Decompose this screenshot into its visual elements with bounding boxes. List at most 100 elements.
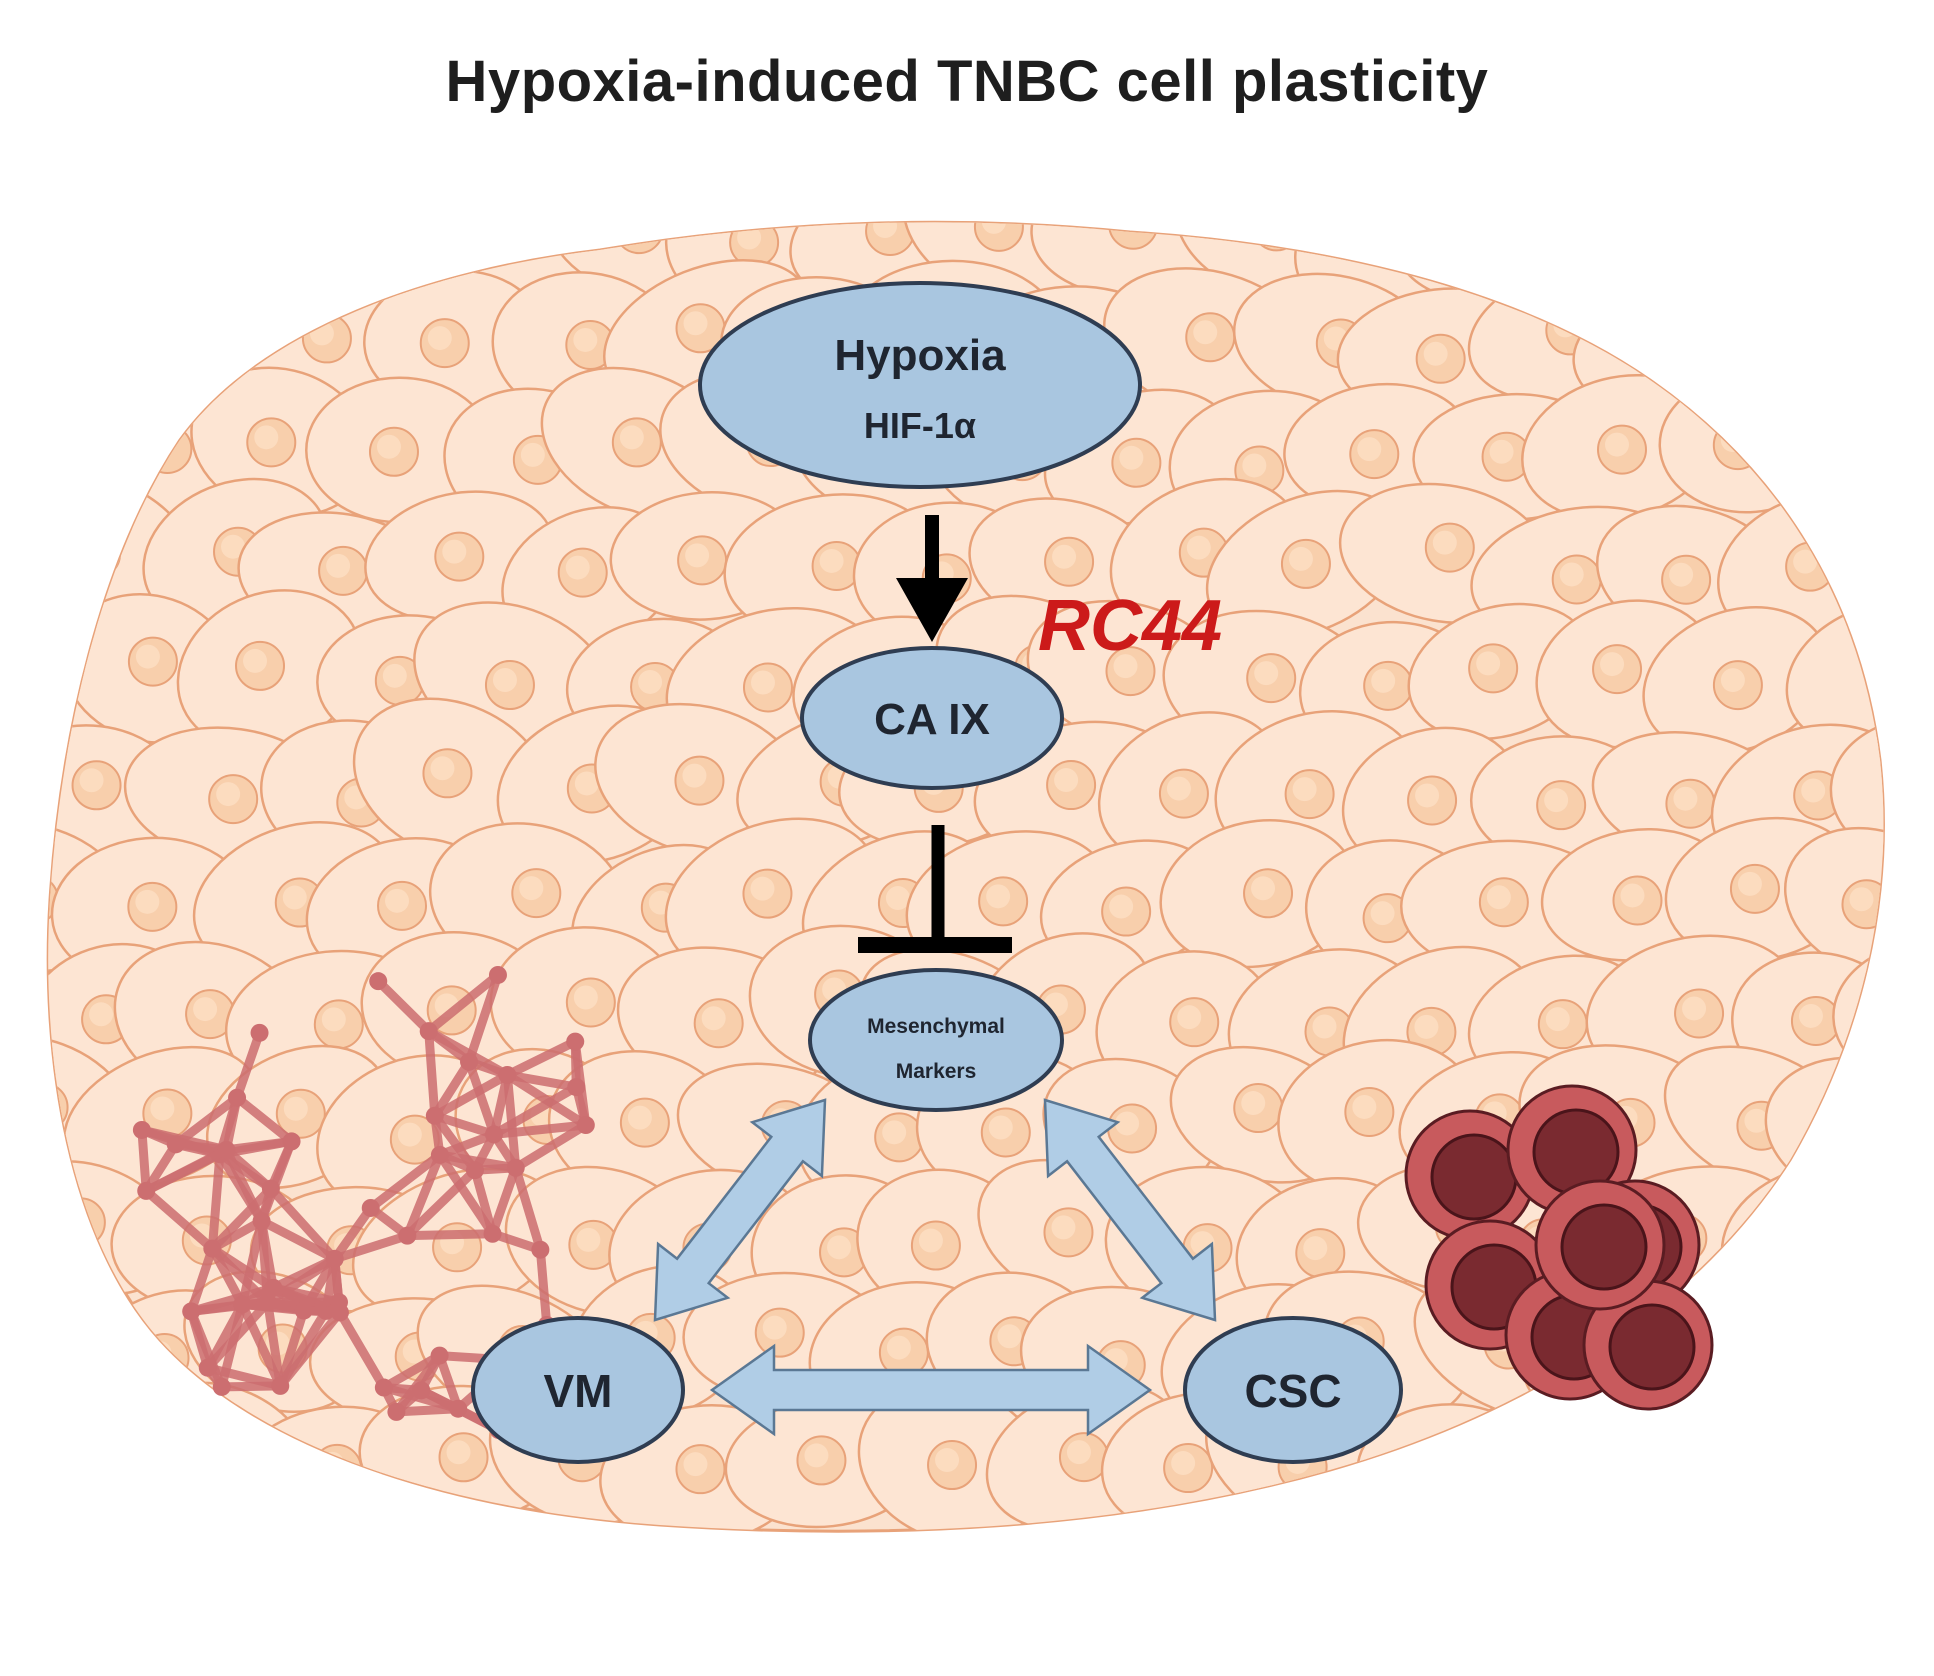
vm-junction — [449, 1399, 468, 1418]
vm-junction — [430, 1346, 449, 1365]
hypoxia-label: Hypoxia — [834, 331, 1006, 380]
vm-junction — [250, 1023, 269, 1042]
vm-tube — [402, 1150, 445, 1241]
vm-junction — [498, 1065, 517, 1084]
vm-tube — [330, 1203, 376, 1264]
vm-tube — [186, 1283, 278, 1316]
vm-junction — [325, 1249, 344, 1268]
tumor-cell — [1696, 1400, 1884, 1529]
csc-node: CSC — [1183, 1316, 1403, 1464]
vm-tube — [489, 1070, 512, 1139]
vm-junction — [430, 1145, 449, 1164]
vm-junction — [137, 1181, 156, 1200]
vm-tube — [266, 1184, 340, 1264]
stem-cell — [1582, 1279, 1714, 1411]
activation-arrow — [896, 515, 968, 642]
vm-junction — [483, 1224, 502, 1243]
mesenchymal-vm-arrow — [653, 1098, 827, 1322]
tumor-cell — [176, 589, 363, 751]
vm-junction — [228, 1088, 247, 1107]
plasticity-arrows — [653, 1098, 1217, 1437]
vm-tube — [221, 1136, 297, 1155]
vm-tube — [186, 1306, 213, 1373]
vm-tube — [489, 1082, 581, 1139]
vm-tube — [435, 1351, 463, 1414]
vm-tube — [511, 1163, 545, 1255]
mesenchymal-label: Mesenchymal — [867, 1015, 1005, 1038]
stem-cell-cluster — [1404, 1084, 1714, 1411]
vm-tube — [366, 1150, 445, 1213]
vm-tube — [207, 1244, 278, 1293]
tumor-cell — [1838, 1375, 1884, 1529]
vm-tube — [237, 1216, 267, 1309]
vm-junction — [294, 1301, 313, 1320]
vm-tube — [335, 1307, 389, 1393]
hypoxia-node: Hypoxia HIF-1α — [698, 281, 1142, 489]
vm-junction — [398, 1226, 417, 1245]
vm-node: VM — [471, 1316, 685, 1464]
vm-tube — [268, 1283, 344, 1307]
tumor-cell — [76, 222, 271, 302]
vm-junction — [567, 1078, 586, 1097]
vm-junction — [132, 1120, 151, 1139]
vm-junction — [460, 1052, 479, 1071]
tumor-cell — [180, 222, 388, 289]
vm-junction — [488, 965, 507, 984]
caix-label: CA IX — [874, 695, 990, 744]
tumor-cell — [1784, 1277, 1884, 1418]
vm-junction — [203, 1239, 222, 1258]
vm-junction — [217, 1140, 236, 1159]
vm-tube — [275, 1307, 345, 1391]
vm-junction — [329, 1293, 348, 1312]
stem-cell — [1404, 1109, 1536, 1241]
vm-tube — [268, 1254, 340, 1293]
vm-junction — [282, 1132, 301, 1151]
vm-tube — [435, 1150, 521, 1173]
vm-tube — [186, 1244, 217, 1316]
vm-tube — [435, 1150, 498, 1239]
vm-tube — [502, 1037, 580, 1080]
markers-label: Markers — [896, 1060, 977, 1083]
vm-tube — [489, 1120, 591, 1139]
mesenchymal-markers-node: Mesenchymal Markers — [808, 968, 1064, 1112]
vm-junction — [252, 1212, 271, 1231]
vm-junction — [361, 1198, 380, 1217]
vm-tube — [424, 1026, 440, 1121]
vm-junction — [166, 1135, 185, 1154]
tumor-cell — [1660, 222, 1841, 306]
vm-tube — [207, 1184, 276, 1254]
tumor-cell — [1762, 373, 1884, 514]
stem-cell — [1534, 1179, 1666, 1311]
tumor-cell — [1705, 272, 1884, 425]
vm-junction — [264, 1278, 283, 1297]
tumor-cell — [48, 1392, 207, 1532]
vm-tube — [141, 1145, 231, 1196]
vm-tube — [430, 1057, 474, 1121]
vm-tube — [502, 1070, 581, 1092]
vm-junction — [425, 1106, 444, 1125]
vm-junction — [271, 1376, 290, 1395]
vm-junction — [182, 1302, 201, 1321]
vm-tube — [424, 970, 503, 1036]
diagram-title: Hypoxia-induced TNBC cell plasticity — [445, 49, 1489, 114]
vm-junction — [374, 1378, 393, 1397]
vm-tube — [141, 1186, 217, 1254]
tumor-cell — [1757, 222, 1884, 312]
csc-label: CSC — [1244, 1365, 1341, 1417]
tumor-cell — [48, 222, 132, 299]
vm-tube — [402, 1229, 498, 1241]
vm-junction — [576, 1116, 595, 1135]
vm-junction — [198, 1358, 217, 1377]
tumor-cell — [48, 266, 183, 394]
vm-tube — [511, 1120, 591, 1173]
vm-junction — [369, 972, 388, 991]
vm-tube — [464, 970, 503, 1067]
vm-tube — [430, 1070, 512, 1121]
vm-junction — [566, 1032, 585, 1051]
tumor-cell — [48, 376, 138, 519]
vm-tube — [232, 1028, 265, 1103]
vm-tube — [137, 1125, 151, 1196]
vm-tube — [275, 1306, 309, 1391]
